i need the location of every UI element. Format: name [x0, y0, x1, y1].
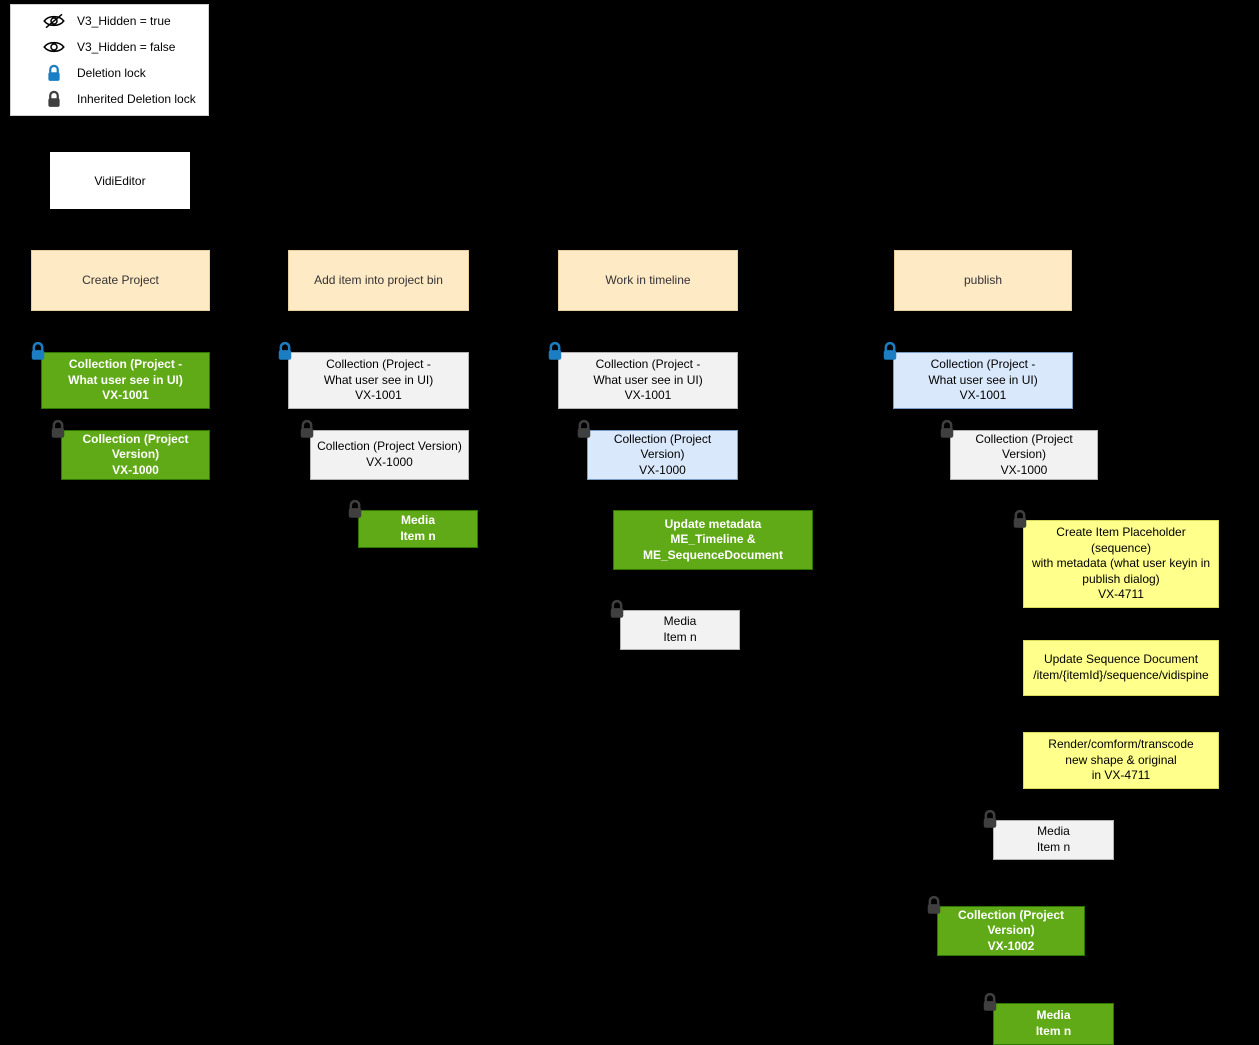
node-c4-media-item-1: Media Item n: [983, 809, 1114, 860]
header-label: Add item into project bin: [314, 272, 443, 287]
node-c2-media-item: Media Item n: [348, 499, 478, 548]
videditor-box: VidiEditor: [50, 152, 190, 209]
inherited-deletion-lock-icon: [980, 991, 1000, 1013]
legend: V3_Hidden = true V3_Hidden = false Delet…: [10, 4, 209, 116]
legend-label: V3_Hidden = false: [77, 39, 176, 54]
node-c4-render: Render/comform/transcode new shape & ori…: [1023, 732, 1219, 789]
legend-item-v3-hidden-true: V3_Hidden = true: [41, 9, 208, 32]
videditor-label: VidiEditor: [94, 173, 146, 188]
header-label: Create Project: [82, 272, 159, 287]
node-label: Media Item n: [1035, 1008, 1072, 1038]
header-label: Work in timeline: [605, 272, 691, 287]
eye-slash-icon: [41, 13, 67, 29]
node-c4-collection-version-2: Collection (Project Version) VX-1002: [927, 895, 1085, 956]
inherited-deletion-lock-icon: [48, 418, 68, 440]
legend-item-deletion-lock: Deletion lock: [41, 62, 208, 85]
node-c4-update-sequence: Update Sequence Document /item/{itemId}/…: [1023, 640, 1219, 696]
eye-icon: [41, 39, 67, 55]
inherited-deletion-lock-icon: [297, 418, 317, 440]
inherited-deletion-lock-icon: [937, 418, 957, 440]
node-label: Render/comform/transcode new shape & ori…: [1048, 737, 1194, 783]
node-c1-collection-ui: Collection (Project - What user see in U…: [31, 341, 210, 409]
node-label: Media Item n: [663, 614, 697, 644]
node-c4-media-item-2: Media Item n: [983, 992, 1114, 1045]
header-create-project: Create Project: [31, 250, 210, 311]
node-c4-collection-ui: Collection (Project - What user see in U…: [883, 341, 1073, 409]
node-c3-media-item: Media Item n: [610, 599, 740, 650]
node-label: Update Sequence Document /item/{itemId}/…: [1033, 652, 1209, 682]
header-publish: publish: [894, 250, 1072, 311]
header-label: publish: [963, 272, 1003, 287]
legend-label: V3_Hidden = true: [77, 13, 171, 28]
deletion-lock-icon: [545, 340, 565, 362]
legend-item-v3-hidden-false: V3_Hidden = false: [41, 35, 208, 58]
node-c3-collection-ui: Collection (Project - What user see in U…: [548, 341, 738, 409]
inherited-deletion-lock-icon: [41, 89, 67, 109]
deletion-lock-icon: [275, 340, 295, 362]
inherited-deletion-lock-icon: [345, 498, 365, 520]
inherited-deletion-lock-icon: [980, 808, 1000, 830]
header-work-timeline: Work in timeline: [558, 250, 738, 311]
node-c4-create-placeholder: Create Item Placeholder (sequence) with …: [1013, 509, 1219, 608]
legend-label: Deletion lock: [77, 66, 146, 81]
node-c3-update-metadata: Update metadata ME_Timeline & ME_Sequenc…: [613, 510, 813, 570]
node-label: Collection (Project - What user see in U…: [928, 357, 1038, 403]
inherited-deletion-lock-icon: [607, 598, 627, 620]
node-label: Collection (Project Version) VX-1000: [82, 431, 189, 477]
node-label: Media Item n: [1036, 824, 1071, 854]
node-label: Collection (Project - What user see in U…: [68, 357, 183, 403]
inherited-deletion-lock-icon: [574, 418, 594, 440]
node-label: Media Item n: [400, 513, 436, 543]
node-c2-collection-ui: Collection (Project - What user see in U…: [278, 341, 469, 409]
deletion-lock-icon: [880, 340, 900, 362]
node-label: Collection (Project Version) VX-1000: [317, 439, 462, 469]
deletion-lock-icon: [28, 340, 48, 362]
node-label: Collection (Project - What user see in U…: [323, 357, 434, 403]
legend-item-inherited-deletion-lock: Inherited Deletion lock: [41, 88, 208, 111]
header-add-item: Add item into project bin: [288, 250, 469, 311]
node-label: Collection (Project Version) VX-1002: [957, 907, 1064, 953]
node-c2-collection-version: Collection (Project Version) VX-1000: [300, 419, 469, 480]
deletion-lock-icon: [41, 63, 67, 83]
inherited-deletion-lock-icon: [1010, 508, 1030, 530]
node-label: Collection (Project Version) VX-1000: [613, 431, 712, 477]
node-label: Create Item Placeholder (sequence) with …: [1031, 525, 1211, 602]
node-label: Collection (Project - What user see in U…: [593, 357, 703, 403]
node-c4-collection-version: Collection (Project Version) VX-1000: [940, 419, 1098, 480]
legend-label: Inherited Deletion lock: [77, 92, 196, 107]
node-label: Update metadata ME_Timeline & ME_Sequenc…: [642, 516, 784, 562]
inherited-deletion-lock-icon: [924, 894, 944, 916]
node-c1-collection-version: Collection (Project Version) VX-1000: [51, 419, 210, 480]
node-label: Collection (Project Version) VX-1000: [975, 431, 1073, 477]
node-c3-collection-version: Collection (Project Version) VX-1000: [577, 419, 738, 480]
